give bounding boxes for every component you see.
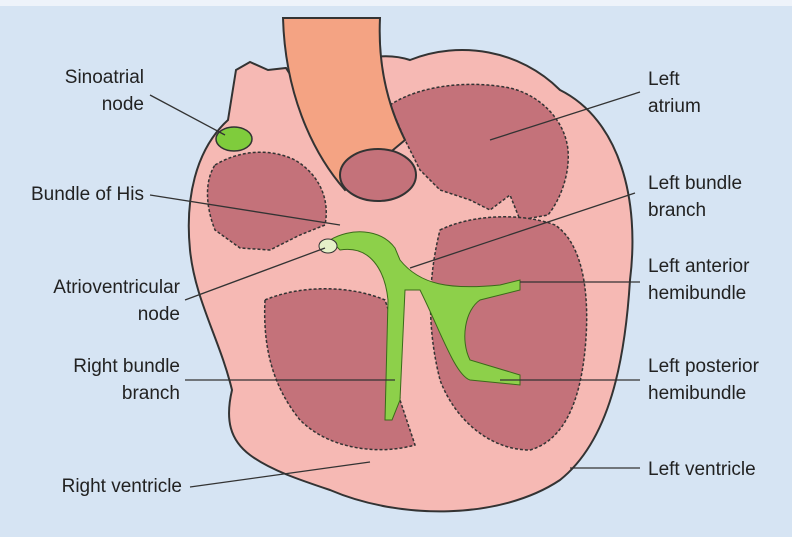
label-line: Sinoatrial (0, 64, 144, 91)
label-atrioventricular-node: Atrioventricular node (0, 274, 180, 328)
label-line: Bundle of His (0, 181, 144, 208)
atrioventricular-node (319, 239, 337, 253)
label-line: hemibundle (648, 280, 749, 307)
label-left-ventricle: Left ventricle (648, 456, 756, 483)
sinoatrial-node (216, 127, 252, 151)
label-line: Left bundle (648, 170, 742, 197)
label-line: branch (648, 197, 742, 224)
label-line: hemibundle (648, 380, 759, 407)
label-left-bundle-branch: Left bundle branch (648, 170, 742, 224)
label-line: atrium (648, 93, 701, 120)
aorta-opening (340, 149, 416, 201)
label-line: node (0, 91, 144, 118)
label-bundle-of-his: Bundle of His (0, 181, 144, 208)
label-line: branch (0, 380, 180, 407)
label-left-anterior-hemibundle: Left anterior hemibundle (648, 253, 749, 307)
label-line: Left posterior (648, 353, 759, 380)
leader-sinoatrial (150, 95, 225, 135)
label-line: Left ventricle (648, 456, 756, 483)
label-line: Right bundle (0, 353, 180, 380)
label-right-ventricle: Right ventricle (0, 473, 182, 500)
label-sinoatrial-node: Sinoatrial node (0, 64, 144, 118)
label-line: Left (648, 66, 701, 93)
label-line: node (0, 301, 180, 328)
label-line: Atrioventricular (0, 274, 180, 301)
label-left-posterior-hemibundle: Left posterior hemibundle (648, 353, 759, 407)
label-right-bundle-branch: Right bundle branch (0, 353, 180, 407)
label-line: Left anterior (648, 253, 749, 280)
label-line: Right ventricle (0, 473, 182, 500)
label-left-atrium: Left atrium (648, 66, 701, 120)
